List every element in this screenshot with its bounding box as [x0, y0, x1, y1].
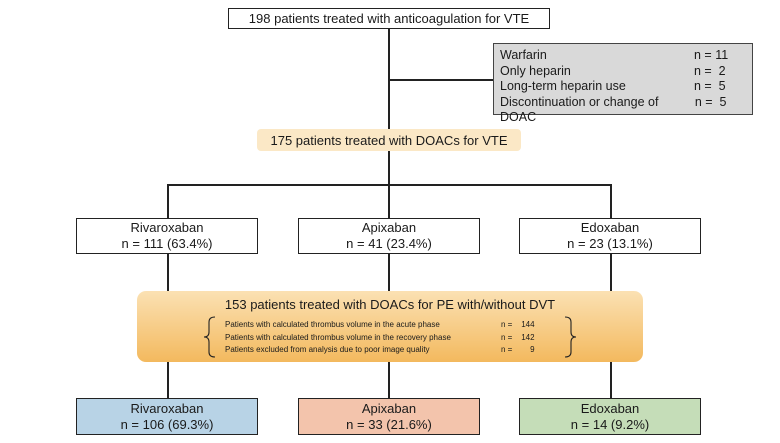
final-count: n = 106 (69.3%)	[120, 416, 214, 432]
connector-riva-mid	[167, 254, 169, 291]
doac-patients-label: 175 patients treated with DOACs for VTE	[270, 132, 508, 148]
connector-branch-rivaroxaban	[167, 184, 169, 218]
exclusion-row: Discontinuation or change of DOAC n = 5	[500, 94, 727, 125]
arm-name: Rivaroxaban	[130, 220, 204, 235]
total-patients-label: 198 patients treated with anticoagulatio…	[248, 10, 530, 26]
connector-top-trunk	[388, 28, 390, 129]
arm-count: n = 41 (23.4%)	[346, 236, 432, 251]
arm-name: Edoxaban	[580, 220, 640, 235]
final-name: Rivaroxaban	[130, 400, 204, 416]
arm-count: n = 23 (13.1%)	[567, 236, 653, 251]
final-count: n = 33 (21.6%)	[346, 416, 432, 432]
arm-count: n = 111 (63.4%)	[121, 236, 213, 251]
final-box-rivaroxaban: Rivaroxaban n = 106 (69.3%)	[76, 398, 258, 435]
final-name: Edoxaban	[580, 400, 640, 416]
doac-patients-box: 175 patients treated with DOACs for VTE	[257, 129, 521, 151]
right-brace-icon	[564, 316, 577, 358]
final-name: Apixaban	[361, 400, 417, 416]
arm-box-rivaroxaban: Rivaroxaban n = 111 (63.4%)	[76, 218, 258, 254]
connector-edox-bottom	[610, 362, 612, 398]
left-brace-icon	[203, 316, 216, 358]
pe-subgroup-row: Patients with calculated thrombus volume…	[225, 333, 535, 342]
connector-apix-mid	[388, 254, 390, 291]
connector-doac-down	[388, 150, 390, 185]
pe-patients-box: 153 patients treated with DOACs for PE w…	[137, 291, 643, 362]
final-box-edoxaban: Edoxaban n = 14 (9.2%)	[519, 398, 701, 435]
connector-branch-apixaban	[388, 184, 390, 218]
connector-edox-mid	[610, 254, 612, 291]
pe-subgroup-row: Patients excluded from analysis due to p…	[225, 345, 535, 354]
exclusion-row: Long-term heparin use n = 5	[500, 79, 726, 93]
exclusion-row: Only heparin n = 2	[500, 63, 726, 78]
exclusions-box: Warfarin n = 11 Only heparin n = 2 Long-…	[493, 43, 753, 124]
connector-apix-bottom	[388, 362, 390, 398]
exclusion-row: Warfarin n = 11	[500, 48, 729, 62]
pe-subgroup-row: Patients with calculated thrombus volume…	[225, 320, 535, 329]
connector-exclusions	[388, 79, 494, 81]
arm-name: Apixaban	[361, 220, 417, 235]
total-patients-box: 198 patients treated with anticoagulatio…	[228, 8, 550, 29]
final-count: n = 14 (9.2%)	[570, 416, 650, 432]
pe-patients-title: 153 patients treated with DOACs for PE w…	[224, 297, 556, 312]
connector-branch-edoxaban	[610, 184, 612, 218]
arm-box-apixaban: Apixaban n = 41 (23.4%)	[298, 218, 480, 254]
connector-riva-bottom	[167, 362, 169, 398]
arm-box-edoxaban: Edoxaban n = 23 (13.1%)	[519, 218, 701, 254]
final-box-apixaban: Apixaban n = 33 (21.6%)	[298, 398, 480, 435]
